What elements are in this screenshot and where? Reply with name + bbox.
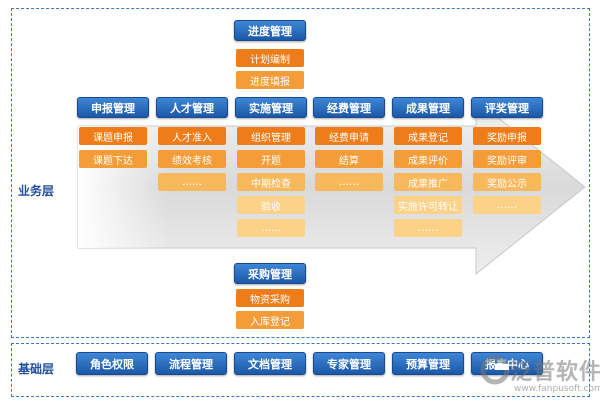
- top-group-item[interactable]: 进度填报: [236, 71, 304, 89]
- base-module-button[interactable]: 报表中心: [471, 352, 543, 375]
- bottom-group-item[interactable]: 物资采购: [236, 289, 304, 307]
- column-header[interactable]: 人才管理: [156, 97, 228, 118]
- column-header[interactable]: 成果管理: [392, 97, 464, 118]
- base-layer-label: 基础层: [18, 362, 55, 376]
- column-item[interactable]: 人才准入: [158, 127, 226, 145]
- column-item[interactable]: 奖励公示: [473, 173, 541, 191]
- column-header[interactable]: 实施管理: [235, 97, 307, 118]
- top-group-item[interactable]: 计划编制: [236, 49, 304, 67]
- column-item[interactable]: 奖励评审: [473, 150, 541, 168]
- column-item[interactable]: 奖励申报: [473, 127, 541, 145]
- business-layer-label: 业务层: [18, 184, 55, 198]
- column-item[interactable]: ……: [315, 173, 383, 191]
- column-item[interactable]: 组织管理: [237, 127, 305, 145]
- bottom-group-item[interactable]: 入库登记: [236, 311, 304, 329]
- business-layer-frame: [11, 8, 590, 338]
- base-module-button[interactable]: 文档管理: [234, 352, 306, 375]
- column-item[interactable]: ……: [394, 219, 462, 237]
- column-item[interactable]: ……: [237, 219, 305, 237]
- column-item[interactable]: 课题下达: [79, 150, 147, 168]
- column-item[interactable]: 开题: [237, 150, 305, 168]
- column-header[interactable]: 经费管理: [313, 97, 385, 118]
- column-item[interactable]: 实施许可转让: [394, 196, 462, 214]
- base-module-button[interactable]: 流程管理: [155, 352, 227, 375]
- column-item[interactable]: 课题申报: [79, 127, 147, 145]
- base-module-button[interactable]: 角色权限: [76, 352, 148, 375]
- column-item[interactable]: 成果推广: [394, 173, 462, 191]
- column-item[interactable]: 结算: [315, 150, 383, 168]
- base-module-button[interactable]: 专家管理: [313, 352, 385, 375]
- column-item[interactable]: 经费申请: [315, 127, 383, 145]
- base-module-button[interactable]: 预算管理: [392, 352, 464, 375]
- bottom-group-header[interactable]: 采购管理: [234, 263, 306, 284]
- column-item[interactable]: ……: [473, 196, 541, 214]
- column-header[interactable]: 申报管理: [77, 97, 149, 118]
- column-item[interactable]: 绩效考核: [158, 150, 226, 168]
- column-item[interactable]: 成果登记: [394, 127, 462, 145]
- base-layer-frame: [11, 343, 590, 397]
- top-group-header[interactable]: 进度管理: [234, 20, 306, 41]
- column-item[interactable]: 中期检查: [237, 173, 305, 191]
- column-item[interactable]: 成果评价: [394, 150, 462, 168]
- column-item[interactable]: ……: [158, 173, 226, 191]
- column-header[interactable]: 评奖管理: [471, 97, 543, 118]
- column-item[interactable]: 验收: [237, 196, 305, 214]
